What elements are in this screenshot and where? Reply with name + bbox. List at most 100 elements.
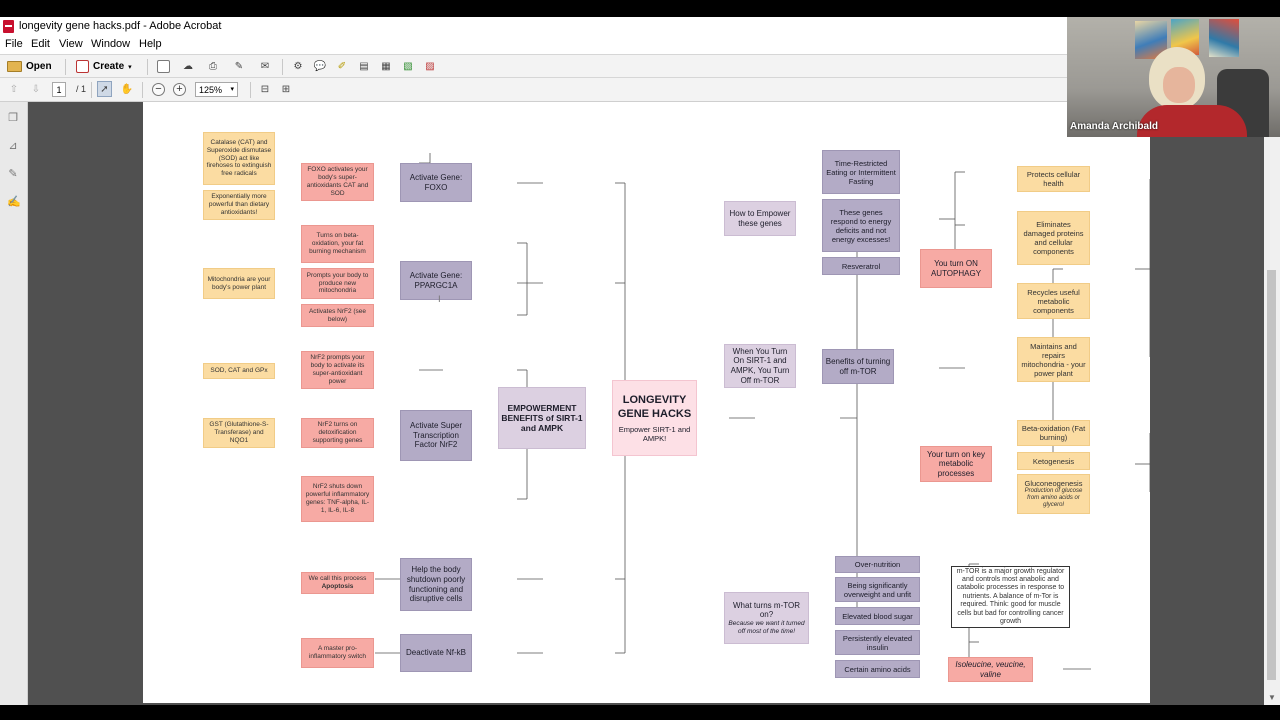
toolbar-separator [142, 82, 143, 98]
activates-nrf2-node: Activates NrF2 (see below) [301, 304, 374, 327]
toolbar-separator [282, 59, 283, 75]
master-switch-node: A master pro-inflammatory switch [301, 638, 374, 668]
attach-icon[interactable]: ▦ [379, 59, 393, 73]
create-pdf-icon [76, 60, 89, 73]
menu-bar: File Edit View Window Help [0, 37, 1067, 54]
highlight-icon[interactable]: ✐ [335, 59, 349, 73]
what-turns-mtor-node: What turns m-TOR on? Because we want it … [724, 592, 809, 644]
navigation-pane: ❐ ⊿ ✎ ✍ [0, 102, 28, 705]
beta-oxidation-node: Turns on beta-oxidation, your fat burnin… [301, 225, 374, 263]
recycles-node: Recycles useful metabolic components [1017, 283, 1090, 319]
text-cursor-icon: Ⅰ [438, 294, 441, 305]
fit-page-icon[interactable]: ⊟ [258, 82, 272, 96]
form-icon[interactable]: ▨ [423, 59, 437, 73]
gear-icon[interactable]: ⚙ [291, 59, 305, 73]
cloud-upload-icon[interactable]: ☁ [180, 59, 196, 73]
activate-nrf2-node: Activate Super Transcription Factor NrF2 [400, 410, 472, 461]
maintains-node: Maintains and repairs mitochondria - you… [1017, 337, 1090, 382]
menu-edit[interactable]: Edit [31, 38, 50, 50]
chevron-down-icon: ▾ [230, 83, 234, 97]
protects-node: Protects cellular health [1017, 166, 1090, 192]
toolbar-separator [65, 59, 66, 75]
hand-tool-icon[interactable]: ✋ [120, 82, 134, 96]
activate-foxo-node: Activate Gene: FOXO [400, 163, 472, 202]
title-bar: longevity gene hacks.pdf - Adobe Acrobat [0, 17, 1067, 37]
stamp-icon[interactable]: ▤ [357, 59, 371, 73]
sod-cat-gpx-node: SOD, CAT and GPx [203, 363, 275, 379]
resveratrol-node: Resveratrol [822, 257, 900, 275]
pages-panel-icon[interactable]: ❐ [7, 112, 19, 124]
attachment-icon[interactable]: ✎ [7, 168, 19, 180]
mtor-note-box: m-TOR is a major growth regulator and co… [951, 566, 1070, 628]
menu-help[interactable]: Help [139, 38, 162, 50]
select-cursor-icon[interactable]: ➚ [97, 81, 112, 97]
pdf-page: Catalase (CAT) and Superoxide dismutase … [143, 102, 1150, 703]
comment-icon[interactable]: 💬 [313, 59, 327, 73]
blood-sugar-node: Elevated blood sugar [835, 607, 920, 625]
cat-sod-node: Catalase (CAT) and Superoxide dismutase … [203, 132, 275, 185]
menu-window[interactable]: Window [91, 38, 130, 50]
nrf2-shuts-node: NrF2 shuts down powerful inflammatory ge… [301, 476, 374, 522]
prompts-mitochondria-node: Prompts your body to produce new mitocho… [301, 268, 374, 299]
when-turn-on-node: When You Turn On SIRT-1 and AMPK, You Tu… [724, 344, 796, 388]
apoptosis-node: We call this process Apoptosis [301, 572, 374, 594]
fit-width-icon[interactable]: ⊞ [279, 82, 293, 96]
print-icon[interactable]: ⎙ [206, 59, 220, 73]
open-button[interactable]: Open [7, 58, 52, 75]
help-shutdown-node: Help the body shutdown poorly functionin… [400, 558, 472, 611]
amino-acids-node: Certain amino acids [835, 660, 920, 678]
empowerment-benefits-node: EMPOWERMENT BENEFITS of SIRT-1 and AMPK [498, 387, 586, 449]
key-metabolic-node: Your turn on key metabolic processes [920, 446, 992, 482]
time-restricted-node: Time-Restricted Eating or Intermittent F… [822, 150, 900, 194]
foxo-detail-node: FOXO activates your body's super-antioxi… [301, 163, 374, 201]
scroll-down-icon[interactable]: ▼ [1268, 693, 1276, 702]
beta-oxidation-fat-node: Beta-oxidation (Fat burning) [1017, 420, 1090, 446]
vertical-scrollbar[interactable]: ▼ [1264, 137, 1280, 705]
bottom-bar [0, 705, 1280, 720]
nrf2-detox-node: NrF2 turns on detoxification supporting … [301, 418, 374, 448]
insulin-node: Persistently elevated insulin [835, 630, 920, 655]
zoom-level-select[interactable]: 125% ▾ [195, 82, 238, 97]
page-number-input[interactable]: 1 [52, 82, 66, 97]
deactivate-nfkb-node: Deactivate Nf-kB [400, 634, 472, 672]
gst-node: GST (Glutathione-S-Transferase) and NQO1 [203, 418, 275, 448]
mitochondria-power-node: Mitochondria are your body's power plant [203, 268, 275, 299]
scrollbar-thumb[interactable] [1267, 270, 1276, 680]
email-icon[interactable]: ✉ [257, 59, 273, 73]
pdf-file-icon [3, 20, 14, 33]
amino-list-node: Isoleucine, veucine, valine [948, 657, 1033, 682]
overweight-node: Being significantly overweight and unfit [835, 577, 920, 602]
activate-ppargc1a-node: Activate Gene: PPARGC1A [400, 261, 472, 300]
menu-file[interactable]: File [5, 38, 23, 50]
menu-view[interactable]: View [59, 38, 83, 50]
arrow-down-icon[interactable]: ⇩ [30, 82, 42, 96]
signature-icon[interactable]: ✍ [7, 196, 19, 208]
export-icon[interactable]: ▧ [401, 59, 415, 73]
edit-document-icon[interactable]: ✎ [232, 59, 246, 73]
page-total: / 1 [71, 82, 91, 96]
arrow-up-icon[interactable]: ⇧ [8, 82, 20, 96]
participant-name: Amanda Archibald [1070, 121, 1158, 132]
video-call-tile: Amanda Archibald [1067, 17, 1280, 137]
how-to-empower-node: How to Empower these genes [724, 201, 796, 236]
create-button[interactable]: Create ▾ [76, 58, 132, 75]
over-nutrition-node: Over-nutrition [835, 556, 920, 573]
save-icon[interactable] [156, 59, 170, 73]
longevity-gene-hacks-node: LONGEVITY GENE HACKS Empower SIRT-1 and … [612, 380, 697, 456]
window-title: longevity gene hacks.pdf - Adobe Acrobat [19, 20, 221, 32]
zoom-out-icon[interactable]: − [152, 83, 165, 96]
autophagy-node: You turn ON AUTOPHAGY [920, 249, 992, 288]
folder-icon [7, 61, 22, 72]
toolbar-separator [91, 82, 92, 98]
zoom-in-icon[interactable]: + [173, 83, 186, 96]
eliminates-node: Eliminates damaged proteins and cellular… [1017, 211, 1090, 265]
ketogenesis-node: Ketogenesis [1017, 452, 1090, 470]
toolbar-separator [147, 59, 148, 75]
bookmark-icon[interactable]: ⊿ [7, 140, 19, 152]
benefits-turning-off-node: Benefits of turning off m-TOR [822, 349, 894, 384]
gluconeogenesis-node: Gluconeogenesis Production of glucose fr… [1017, 474, 1090, 514]
chevron-down-icon: ▾ [128, 63, 132, 71]
wall-painting [1209, 19, 1239, 57]
genes-respond-node: These genes respond to energy deficits a… [822, 199, 900, 252]
main-toolbar: Open Create ▾ ☁ ⎙ ✎ ✉ ⚙ 💬 ✐ ▤ ▦ ▧ ▨ [0, 54, 1067, 78]
